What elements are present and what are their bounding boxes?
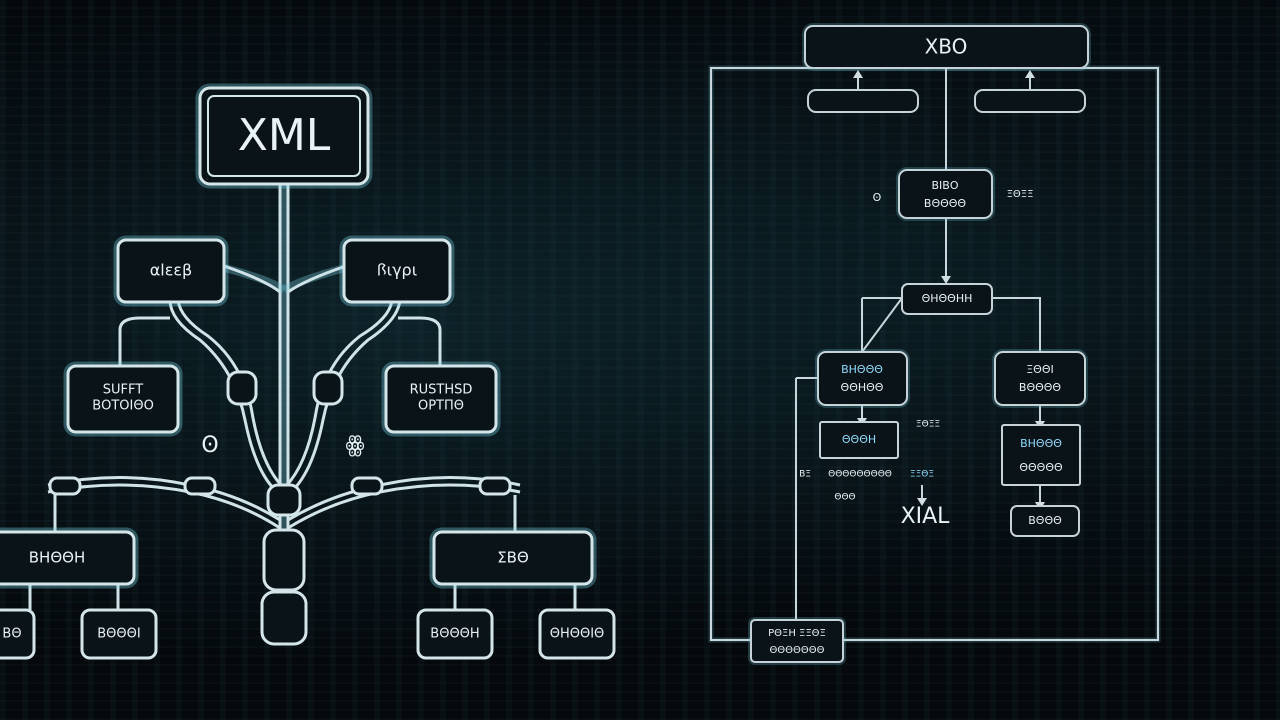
flow-node-right-leaf [1010, 505, 1080, 537]
left-l2-node-b [384, 364, 498, 434]
left-leaf-node-b [80, 608, 158, 660]
left-leaf-node-a [0, 608, 36, 660]
flow-node-left-side: ΞΘΞΞ [916, 420, 940, 430]
left-l1-node-a [116, 238, 226, 304]
left-l2-label-b1: RUSTHSD [410, 383, 473, 398]
flow-annot-sub: ΘΘΘ [834, 493, 855, 503]
left-leaf-label-d: ΘΗΘΘΙΘ [550, 627, 605, 642]
flow-node-right-l1: ΞΘΘΙ [1026, 363, 1054, 376]
flow-node-right [994, 351, 1086, 406]
left-leaf-label-c: ΒΘΘΘΗ [430, 627, 479, 642]
left-l2-node-a [66, 364, 180, 434]
left-tree: XML αlεεβ ꟗιγρι SUFFT ΒΟΤΟΙΘΟ RUSTHSD ΟΡ… [0, 83, 616, 660]
left-leaf-node-d [538, 608, 616, 660]
flow-node-bottom-l1: ΡΘΞΗ ΞΞΘΞ [768, 628, 826, 639]
flow-node-right-l2: ΒΘΘΘΘ [1019, 381, 1062, 394]
flow-xml-label: XIAL [901, 504, 951, 529]
left-l1-label-a: αlεεβ [150, 261, 193, 280]
left-leaf-label-a: ΒΘ [2, 627, 21, 642]
left-l3-node-a [0, 530, 136, 586]
flow-node-left-child [819, 421, 899, 459]
flow-node-right-leaf-label: ΒΘΘΘ [1028, 514, 1062, 527]
flow-node-left-child-label: ΘΘΘΗ [842, 433, 876, 446]
flow-annot-c: ΞΞΘΞ [910, 470, 934, 480]
left-l2-label-a2: ΒΟΤΟΙΘΟ [92, 399, 154, 414]
flow-node-mid-label: ΘΗΘΘΗΗ [922, 292, 973, 305]
left-leaf-node-c [416, 608, 494, 660]
right-flowchart: XBO ΒΙΒΟ ΒΘΘΘΘ Ꙩ ΞΘΞΞ ΘΗΘΘΗΗ ΒΗΘΘΘ ΘΘΗΘΘ [708, 23, 1161, 665]
flow-node-left-l1: ΒΗΘΘΘ [841, 363, 883, 376]
left-l2-label-a1: SUFFT [103, 383, 143, 398]
flow-title-label: XBO [925, 35, 968, 59]
flow-node-left-l2: ΘΘΗΘΘ [841, 381, 884, 394]
flow-node-top-side-right: ΞΘΞΞ [1007, 189, 1034, 200]
flow-bar-left [807, 89, 919, 113]
left-glyph-a: Ꙩ [201, 433, 218, 458]
left-l3-label-b: ΣΒΘ [497, 549, 529, 567]
left-glyph-b: ꙮ [345, 433, 364, 458]
flow-node-top [898, 169, 993, 219]
flow-node-left [817, 351, 908, 406]
flow-node-top-l1: ΒΙΒΟ [932, 179, 959, 192]
flow-node-right-child-l2: ΘΘΘΘΘ [1019, 461, 1063, 474]
left-l3-label-a: ΒΗΘΘΗ [29, 549, 85, 567]
left-l3-node-b [432, 530, 594, 586]
flow-node-bottom-l2: ΘΘΘΘΘΘΘ [769, 645, 824, 656]
flow-node-right-child [1001, 424, 1081, 486]
flow-node-bottom [750, 619, 844, 663]
flow-annot-a: ΒΞ [799, 470, 811, 480]
flow-node-top-side-left: Ꙩ [873, 191, 882, 204]
xml-root-label: XML [238, 110, 331, 161]
flow-frame [710, 67, 1159, 641]
flow-node-right-child-l1: ΒΗΘΘΘ [1020, 437, 1062, 450]
left-leaf-label-b: ΒΘΘΘΙ [97, 627, 140, 642]
left-tree-wires [28, 182, 577, 646]
left-l1-node-b [342, 238, 452, 304]
flow-bar-right [974, 89, 1086, 113]
flow-node-mid [901, 283, 993, 315]
left-l2-label-b2: ΟΡΤΠΘ [418, 399, 464, 414]
left-l1-label-b: ꟗιγρι [377, 261, 417, 280]
flow-node-top-l2: ΒΘΘΘΘ [924, 197, 967, 210]
flow-annot-b: ΘΘΘΘΘΘΘΘΘ [828, 470, 892, 480]
